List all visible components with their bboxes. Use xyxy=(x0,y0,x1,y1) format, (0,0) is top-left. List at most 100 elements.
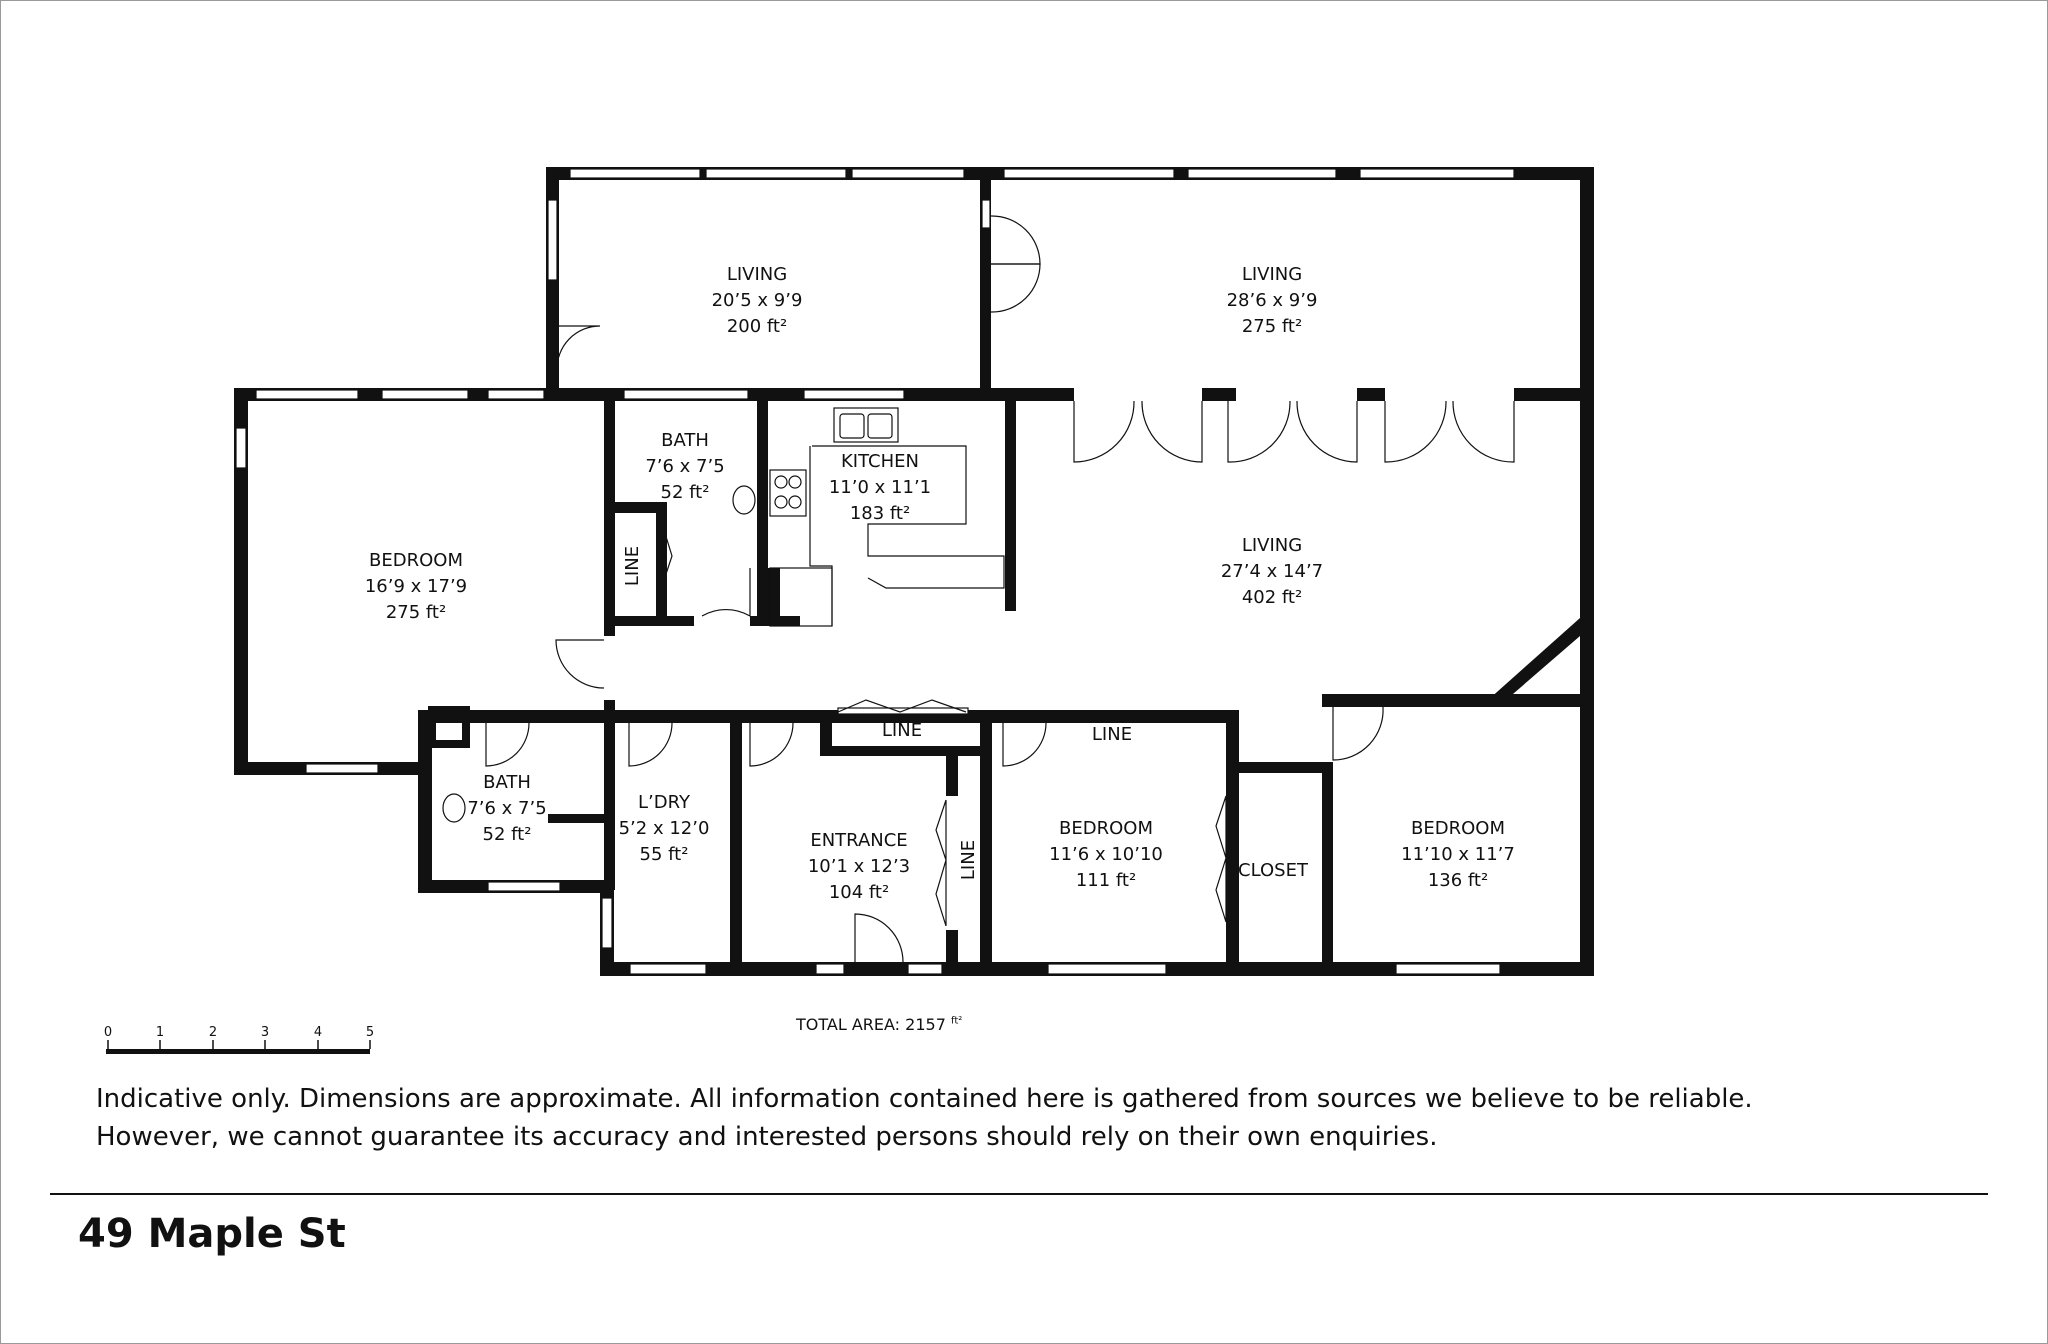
wall-bed2-east-lower xyxy=(1226,900,1239,970)
wall-closet-east xyxy=(1322,762,1333,968)
window xyxy=(235,427,247,469)
line-label: LINE xyxy=(958,840,979,880)
room-area: 111 ft² xyxy=(1076,870,1136,891)
window xyxy=(601,897,613,949)
stove-icon xyxy=(769,469,807,517)
door xyxy=(556,325,601,371)
fridge xyxy=(769,567,833,627)
room-dims: 5’2 x 12’0 xyxy=(619,818,710,839)
disclaimer-line-2: However, we cannot guarantee its accurac… xyxy=(96,1122,1438,1152)
window xyxy=(305,763,379,774)
room-dims: 11’0 x 11’1 xyxy=(829,477,931,498)
wall-living-divider xyxy=(980,167,991,389)
burner xyxy=(774,475,788,489)
window xyxy=(907,963,943,975)
door xyxy=(990,263,1041,313)
scale-bar: 0 1 2 3 4 5 xyxy=(104,1025,374,1054)
total-area: TOTAL AREA: 2157 ft² xyxy=(796,1015,962,1034)
wall-bath2-east xyxy=(604,700,615,890)
door xyxy=(990,215,1041,265)
room-area: 52 ft² xyxy=(483,824,532,845)
room-name: BEDROOM xyxy=(1059,818,1153,839)
door xyxy=(701,568,751,618)
door xyxy=(628,722,673,767)
divider xyxy=(50,1193,1988,1195)
door xyxy=(1141,400,1203,463)
room-name: BEDROOM xyxy=(1411,818,1505,839)
wall-kitchen-stub xyxy=(766,568,780,626)
disclaimer-line-1: Indicative only. Dimensions are approxim… xyxy=(96,1084,1753,1114)
line-label: LINE xyxy=(882,720,922,741)
window xyxy=(1359,168,1515,179)
room-dims: 11’6 x 10’10 xyxy=(1049,844,1163,865)
burner xyxy=(788,495,802,509)
room-dims: 10’1 x 12’3 xyxy=(808,856,910,877)
window xyxy=(487,389,545,400)
window xyxy=(815,963,845,975)
room-name: BEDROOM xyxy=(369,550,463,571)
window xyxy=(705,168,847,179)
line-label: LINE xyxy=(1092,724,1132,745)
door xyxy=(1296,400,1358,463)
wall-kitchen-east xyxy=(1005,401,1016,611)
wall-bed3-north xyxy=(1322,694,1594,707)
sink-basin xyxy=(867,413,893,439)
door xyxy=(1002,722,1047,767)
window xyxy=(1395,963,1501,975)
disclaimer: Indicative only. Dimensions are approxim… xyxy=(96,1080,1996,1156)
doors xyxy=(485,215,1515,963)
room-area: 52 ft² xyxy=(661,482,710,503)
wall-entrance-line-stub-2 xyxy=(946,930,958,972)
wall-bed2-west xyxy=(980,710,992,972)
room-area: 136 ft² xyxy=(1428,870,1488,891)
room-dims: 7’6 x 7’5 xyxy=(467,798,546,819)
room-name: LIVING xyxy=(1242,535,1302,556)
bifold-door xyxy=(663,529,673,581)
room-area: 104 ft² xyxy=(829,882,889,903)
wall-bath2-west xyxy=(418,710,432,892)
door xyxy=(749,722,794,767)
kitchen-counter xyxy=(812,445,1005,589)
wall-closet-north xyxy=(1226,762,1330,773)
wall-entrance-line-stub xyxy=(946,756,958,796)
window xyxy=(1187,168,1337,179)
room-dims: 16’9 x 17’9 xyxy=(365,576,467,597)
wall-diagonal xyxy=(1488,618,1580,700)
walls xyxy=(234,167,1594,976)
scale-tick-label: 0 xyxy=(104,1025,112,1040)
wall-line-box-south xyxy=(820,746,984,756)
wall-mid-pier-2 xyxy=(1357,388,1385,401)
door xyxy=(1452,400,1515,463)
room-name: KITCHEN xyxy=(841,451,919,472)
closet-label: CLOSET xyxy=(1238,860,1309,881)
line-label: LINE xyxy=(622,546,643,586)
window xyxy=(547,199,558,281)
room-name: ENTRANCE xyxy=(810,830,907,851)
window xyxy=(381,389,469,400)
room-area: 200 ft² xyxy=(727,316,787,337)
bath2-basin-icon xyxy=(442,793,466,823)
door xyxy=(1073,400,1135,463)
scale-tick-label: 1 xyxy=(156,1025,164,1040)
wall-line-box-west xyxy=(820,710,832,756)
window xyxy=(629,963,707,975)
room-name: BATH xyxy=(483,772,531,793)
door xyxy=(854,913,904,963)
bifold-door xyxy=(935,799,947,927)
window xyxy=(1047,963,1167,975)
room-name: LIVING xyxy=(1242,264,1302,285)
room-name: L’DRY xyxy=(638,792,691,813)
window xyxy=(803,389,905,400)
window xyxy=(487,881,561,892)
wall-bed1-west xyxy=(234,388,248,770)
wall-bath1-west xyxy=(604,388,615,626)
window xyxy=(623,389,749,400)
room-name: LIVING xyxy=(727,264,787,285)
room-dims: 11’10 x 11’7 xyxy=(1401,844,1515,865)
room-name: BATH xyxy=(661,430,709,451)
room-area: 183 ft² xyxy=(850,503,910,524)
window xyxy=(1003,168,1175,179)
window xyxy=(255,389,359,400)
room-labels: LIVING 20’5 x 9’9 200 ft² LIVING 28’6 x … xyxy=(365,264,1515,903)
